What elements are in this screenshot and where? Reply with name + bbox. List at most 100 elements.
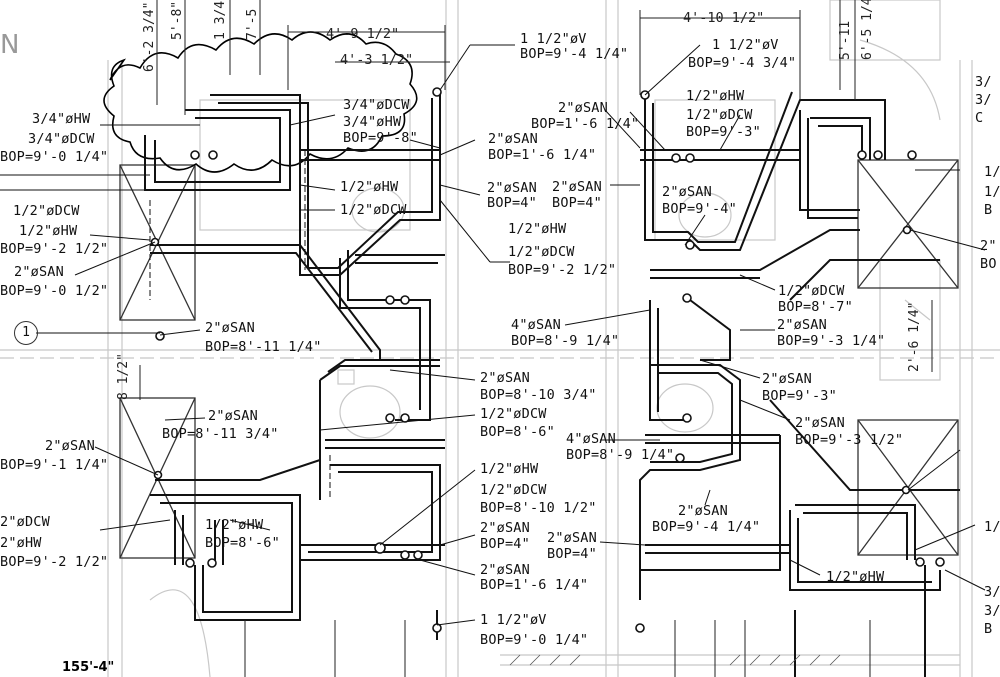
note-bop: BOP=9'-8" bbox=[343, 130, 418, 146]
note-cut-off: 2" bbox=[980, 238, 997, 254]
wall-hatch bbox=[509, 654, 841, 666]
grid-bubble: 1 bbox=[14, 321, 38, 345]
note-san-size: 2"øSAN bbox=[488, 131, 538, 147]
shower-fixtures bbox=[119, 159, 959, 559]
note-bop: BOP=9'-1 1/4" bbox=[0, 457, 109, 473]
note-hw-size: 3/4"øHW bbox=[343, 114, 402, 130]
note-san-size: 2"øSAN bbox=[45, 438, 95, 454]
note-vent-size: 1 1/2"øV bbox=[480, 612, 547, 628]
note-vent-size: 1 1/2"øV bbox=[712, 37, 779, 53]
note-san-size: 2"øSAN bbox=[662, 184, 712, 200]
dimension-text: 8 1/2" bbox=[116, 353, 131, 400]
note-cut-off: 3/ bbox=[975, 92, 992, 108]
note-san-size: 2"øSAN bbox=[678, 503, 728, 519]
note-dcw-size: 1/2"øDCW bbox=[13, 203, 80, 219]
note-cut-off: 1/ bbox=[984, 164, 1000, 180]
dimension-text: 6'-5 1/4" bbox=[860, 0, 875, 60]
note-dcw-size: 3/4"øDCW bbox=[343, 97, 410, 113]
dimension-text: 4'-3 1/2" bbox=[340, 52, 414, 68]
note-bop: BOP=4" bbox=[487, 195, 537, 211]
note-bop: BOP=4" bbox=[480, 536, 530, 552]
note-bop: BOP=1'-6 1/4" bbox=[531, 116, 640, 132]
note-san-size: 2"øSAN bbox=[480, 520, 530, 536]
note-san-size: 2"øSAN bbox=[480, 562, 530, 578]
note-bop: BOP=8'-11 3/4" bbox=[162, 426, 279, 442]
note-hw-size: 1/2"øHW bbox=[19, 223, 78, 239]
note-bop: BOP=9'-4" bbox=[662, 201, 737, 217]
note-bop: BOP=9'-0 1/2" bbox=[0, 283, 109, 299]
note-dcw-size: 2"øDCW bbox=[0, 514, 50, 530]
note-san-size: 2"øSAN bbox=[552, 179, 602, 195]
note-san-size: 2"øSAN bbox=[205, 320, 255, 336]
note-cut-off: 1/ bbox=[984, 184, 1000, 200]
note-bop: BOP=9'-2 1/2" bbox=[508, 262, 617, 278]
note-hw-size: 1/2"øHW bbox=[480, 461, 539, 477]
note-san-size: 2"øSAN bbox=[547, 530, 597, 546]
note-bop: BOP=1'-6 1/4" bbox=[480, 577, 589, 593]
note-san-size: 2"øSAN bbox=[14, 264, 64, 280]
dimension-text: 2'-6 1/4" bbox=[907, 301, 922, 372]
note-cut-off: BO bbox=[980, 256, 997, 272]
note-bop: BOP=8'-10 3/4" bbox=[480, 387, 597, 403]
revision-cloud bbox=[103, 31, 418, 173]
piping-left bbox=[144, 90, 445, 640]
note-cut-off: B bbox=[984, 202, 993, 218]
note-san-size: 2"øSAN bbox=[480, 370, 530, 386]
note-cut-off: 3/ bbox=[984, 603, 1000, 619]
note-bop: BOP=9'-2 1/2" bbox=[0, 554, 109, 570]
dimension-text: 5'-11 bbox=[838, 20, 853, 60]
note-cut-off: B bbox=[984, 621, 993, 637]
note-bop: BOP=4" bbox=[552, 195, 602, 211]
note-hw-size: 1/2"øHW bbox=[826, 569, 885, 585]
note-san-size: 2"øSAN bbox=[558, 100, 608, 116]
note-hw-size: 1/2"øHW bbox=[205, 517, 264, 533]
note-san-size: 4"øSAN bbox=[511, 317, 561, 333]
note-dcw-size: 1/2"øDCW bbox=[340, 202, 407, 218]
note-hw-size: 1/2"øHW bbox=[508, 221, 567, 237]
note-dcw-size: 1/2"øDCW bbox=[778, 283, 845, 299]
note-hw-size: 2"øHW bbox=[0, 535, 42, 551]
note-dcw-size: 3/4"øDCW bbox=[28, 131, 95, 147]
note-bop: BOP=9'-0 1/4" bbox=[0, 149, 109, 165]
note-hw-size: 1/2"øHW bbox=[686, 88, 745, 104]
note-cut-off: C bbox=[975, 110, 984, 126]
note-san-size: 2"øSAN bbox=[208, 408, 258, 424]
note-bop: BOP=9'-3 1/4" bbox=[777, 333, 886, 349]
note-hw-size: 3/4"øHW bbox=[32, 111, 91, 127]
dimension-lines bbox=[139, 0, 933, 677]
note-san-size: 4"øSAN bbox=[566, 431, 616, 447]
note-bop: BOP=8'-9 1/4" bbox=[566, 447, 675, 463]
note-bop: BOP=9'-4 1/4" bbox=[652, 519, 761, 535]
dimension-text: 4'-10 1/2" bbox=[683, 10, 765, 26]
note-bop: BOP=8'-6" bbox=[205, 535, 280, 551]
note-bop: BOP=9'-2 1/2" bbox=[0, 241, 109, 257]
piping-right bbox=[639, 91, 960, 677]
note-bop: BOP=8'-7" bbox=[778, 299, 853, 315]
note-dcw-size: 1/2"øDCW bbox=[480, 406, 547, 422]
dimension-text: 5'-8" bbox=[170, 0, 185, 40]
dimension-text: 4'-9 1/2" bbox=[326, 26, 400, 42]
note-dcw-size: 1/2"øDCW bbox=[686, 107, 753, 123]
note-cut-off: 1/ bbox=[984, 519, 1000, 535]
note-bop: BOP=8'-9 1/4" bbox=[511, 333, 620, 349]
note-san-size: 2"øSAN bbox=[777, 317, 827, 333]
dimension-text: 6'-2 3/4" bbox=[142, 1, 157, 72]
note-bop: BOP=8'-10 1/2" bbox=[480, 500, 597, 516]
note-bop: BOP=9'-3" bbox=[762, 388, 837, 404]
note-dcw-size: 1/2"øDCW bbox=[480, 482, 547, 498]
note-bop: BOP=4" bbox=[547, 546, 597, 562]
note-san-size: 2"øSAN bbox=[487, 180, 537, 196]
dimension-text: 1 3/4" bbox=[213, 0, 228, 40]
note-vent-bop: BOP=9'-4 3/4" bbox=[688, 55, 797, 71]
note-bop: BOP=8'-11 1/4" bbox=[205, 339, 322, 355]
note-vent-size: 1 1/2"øV bbox=[520, 31, 587, 47]
title-fragment: N bbox=[0, 30, 20, 60]
note-bop: BOP=9'-3" bbox=[686, 124, 761, 140]
note-bop: BOP=8'-6" bbox=[480, 424, 555, 440]
note-bop: BOP=9'-3 1/2" bbox=[795, 432, 904, 448]
leader-lines bbox=[0, 44, 986, 626]
note-bop: BOP=9'-0 1/4" bbox=[480, 632, 589, 648]
note-san-size: 2"øSAN bbox=[762, 371, 812, 387]
note-cut-off: 3/ bbox=[984, 584, 1000, 600]
